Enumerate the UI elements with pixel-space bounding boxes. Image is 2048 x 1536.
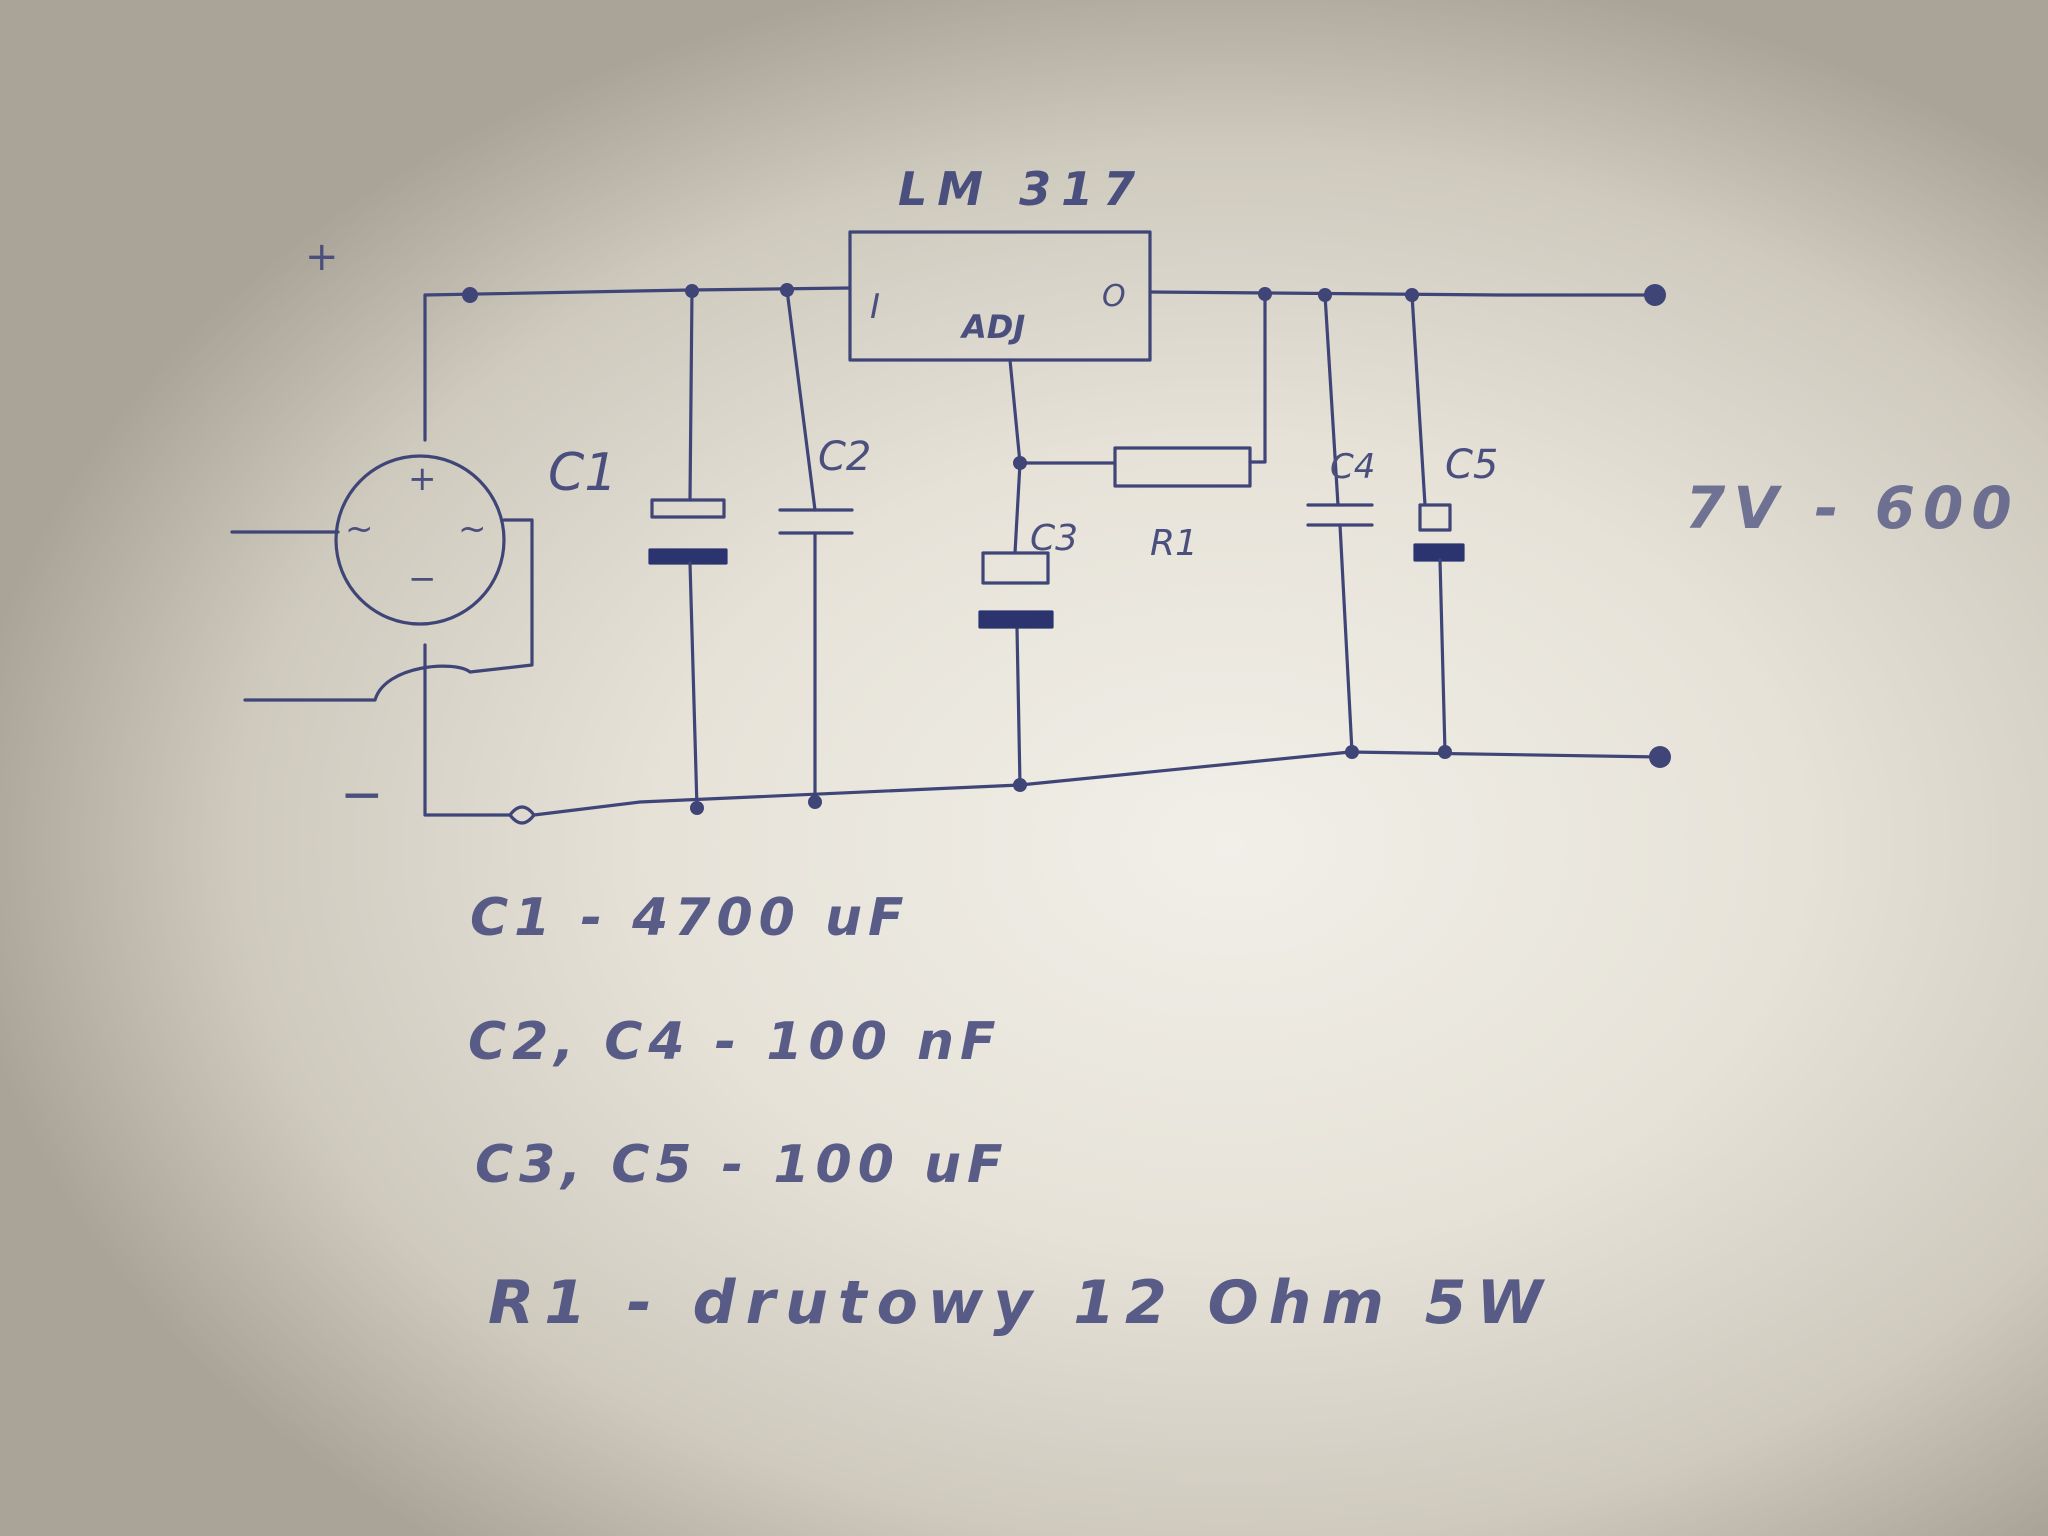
c1-top-lead: [688, 288, 694, 502]
regulator-name-label: LM 317: [898, 162, 1145, 216]
c4-top-lead: [1323, 293, 1340, 507]
bridge-plus-label: +: [408, 459, 437, 499]
c5-top-lead: [1410, 293, 1427, 507]
note-c3-c5-value: C3, C5 - 100 uF: [475, 1135, 1009, 1195]
c1-bottom-lead: [688, 561, 699, 810]
r1-label: R1: [1150, 523, 1198, 564]
note-c2-c4-value: C2, C4 - 100 nF: [468, 1012, 1002, 1072]
adj-to-c3-wire: [1013, 461, 1022, 555]
junction-dot: [1013, 778, 1027, 792]
c5-label: C5: [1445, 442, 1498, 488]
adj-lead-wire: [1008, 358, 1022, 465]
regulator-pin-adj-label: ADJ: [959, 308, 1025, 346]
c4-bottom-lead: [1338, 523, 1354, 754]
top-rail-output-wire: [1148, 290, 1657, 297]
c1-positive-plate: [650, 498, 726, 519]
junction-dot: [1258, 287, 1272, 301]
regulator-pin-out-label: O: [1102, 279, 1126, 314]
bridge-minus-label: −: [408, 559, 437, 599]
c5-positive-plate: [1418, 503, 1452, 532]
top-rail-input-wire: [423, 286, 852, 442]
junction-dot: [808, 795, 822, 809]
junction-dot: [685, 284, 699, 298]
r1-resistor-body: [1113, 446, 1252, 488]
junction-dot: [1345, 745, 1359, 759]
c1-label: C1: [548, 443, 617, 503]
r1-to-output-wire: [1248, 292, 1267, 464]
junction-dot: [462, 287, 478, 303]
output-voltage-label: 7V - 600 m: [1685, 474, 2048, 542]
ac-input-wire-2: [243, 518, 534, 702]
c3-negative-plate: [978, 610, 1054, 629]
junction-dot: [690, 801, 704, 815]
input-plus-label: +: [305, 234, 339, 280]
bottom-rail-wire: [423, 643, 512, 817]
bottom-rail-fuse-loop: [508, 805, 536, 825]
c2-top-lead: [785, 288, 817, 512]
c3-label: C3: [1030, 518, 1078, 559]
junction-dot: [1318, 288, 1332, 302]
bridge-rectifier-circle: [334, 454, 506, 626]
regulator-pin-in-label: I: [870, 287, 880, 327]
junction-dot: [780, 283, 794, 297]
c1-negative-plate: [648, 548, 728, 565]
lm317-regulator-body: [848, 230, 1152, 362]
bridge-ac-right-label: ~: [458, 509, 487, 549]
c3-to-ground-wire: [1015, 626, 1022, 787]
bridge-ac-left-label: ~: [345, 509, 374, 549]
c2-label: C2: [818, 434, 871, 480]
junction-dot: [1438, 745, 1452, 759]
output-terminal-positive: [1644, 284, 1666, 306]
junction-dot: [1405, 288, 1419, 302]
c4-label: C4: [1330, 447, 1375, 487]
output-terminal-negative: [1649, 746, 1671, 768]
note-r1-value: R1 - drutowy 12 Ohm 5W: [488, 1268, 1553, 1338]
junction-dot: [1013, 456, 1027, 470]
note-c1-value: C1 - 4700 uF: [470, 888, 910, 948]
c3-positive-plate: [981, 551, 1050, 585]
c5-negative-plate: [1413, 543, 1465, 562]
c5-bottom-lead: [1438, 558, 1447, 754]
input-minus-label: −: [340, 765, 384, 825]
